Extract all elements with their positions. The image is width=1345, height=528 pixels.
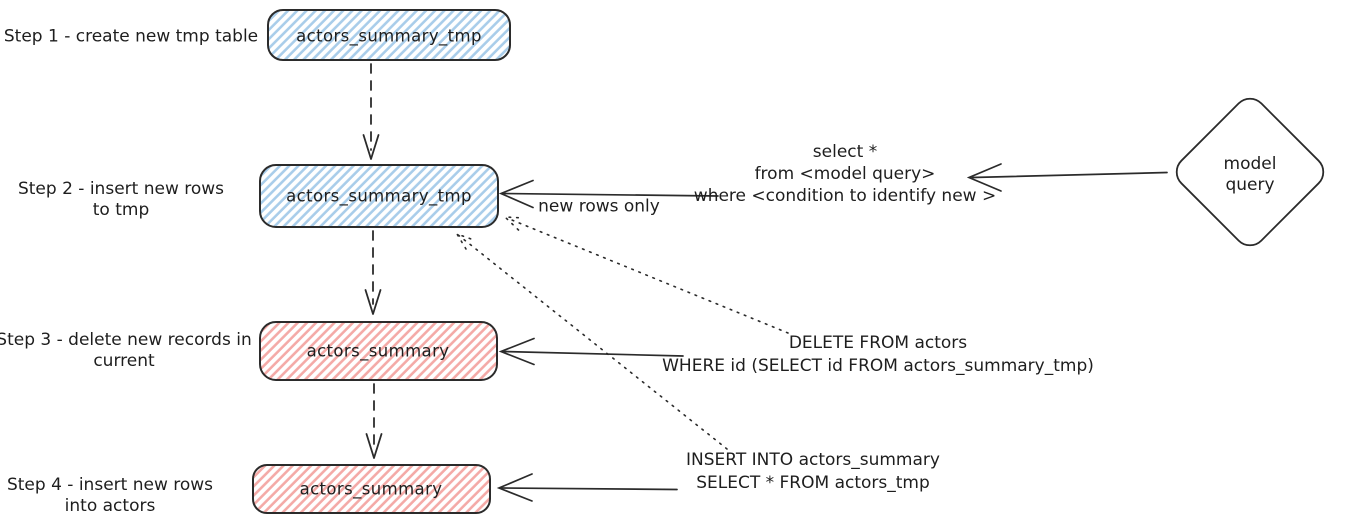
model-query-arrowhead [966,163,1002,192]
insert-ref-dotted-arrowhead [455,232,475,250]
new-rows-arrowhead [498,179,534,209]
model-query-label: model query [1223,154,1277,195]
insert-sql-arrowhead [496,473,533,502]
step3-node-label: actors_summary [306,341,450,361]
model-query-diamond [1175,97,1325,247]
step4-node-label: actors_summary [299,479,443,499]
insert-sql-text: INSERT INTO actors_summary SELECT * FROM… [686,450,940,493]
step2-to-step3-arrowhead [364,289,382,315]
new-rows-only-label: new rows only [538,196,660,217]
delete-sql-arrow [502,350,684,357]
step4-node-box [252,464,491,514]
delete-sql-text: DELETE FROM actors WHERE id (SELECT id F… [662,333,1094,376]
new-rows-arrow [502,192,719,197]
step1-node-label: actors_summary_tmp [296,26,482,46]
model-query-sql-text: select * from <model query> where <condi… [693,142,997,206]
step4-label: Step 4 - insert new rows into actors [6,475,214,516]
delete-ref-dotted-arrowhead [502,216,525,231]
step2-label: Step 2 - insert new rows to tmp [17,179,225,220]
model-query-arrow [971,171,1168,179]
step3-node-box [259,321,498,381]
step2-node-label: actors_summary_tmp [286,186,472,206]
insert-sql-arrow [500,487,678,491]
delete-ref-dotted-arrow [506,217,789,334]
step1-node-box [267,9,511,61]
step3-to-step4-arrowhead [365,433,383,459]
step1-to-step2-arrowhead [362,134,380,160]
step3-label: Step 3 - delete new records in current [0,330,252,371]
step2-node-box [259,164,499,228]
delete-sql-arrowhead [498,337,535,366]
step1-label: Step 1 - create new tmp table [3,26,259,47]
